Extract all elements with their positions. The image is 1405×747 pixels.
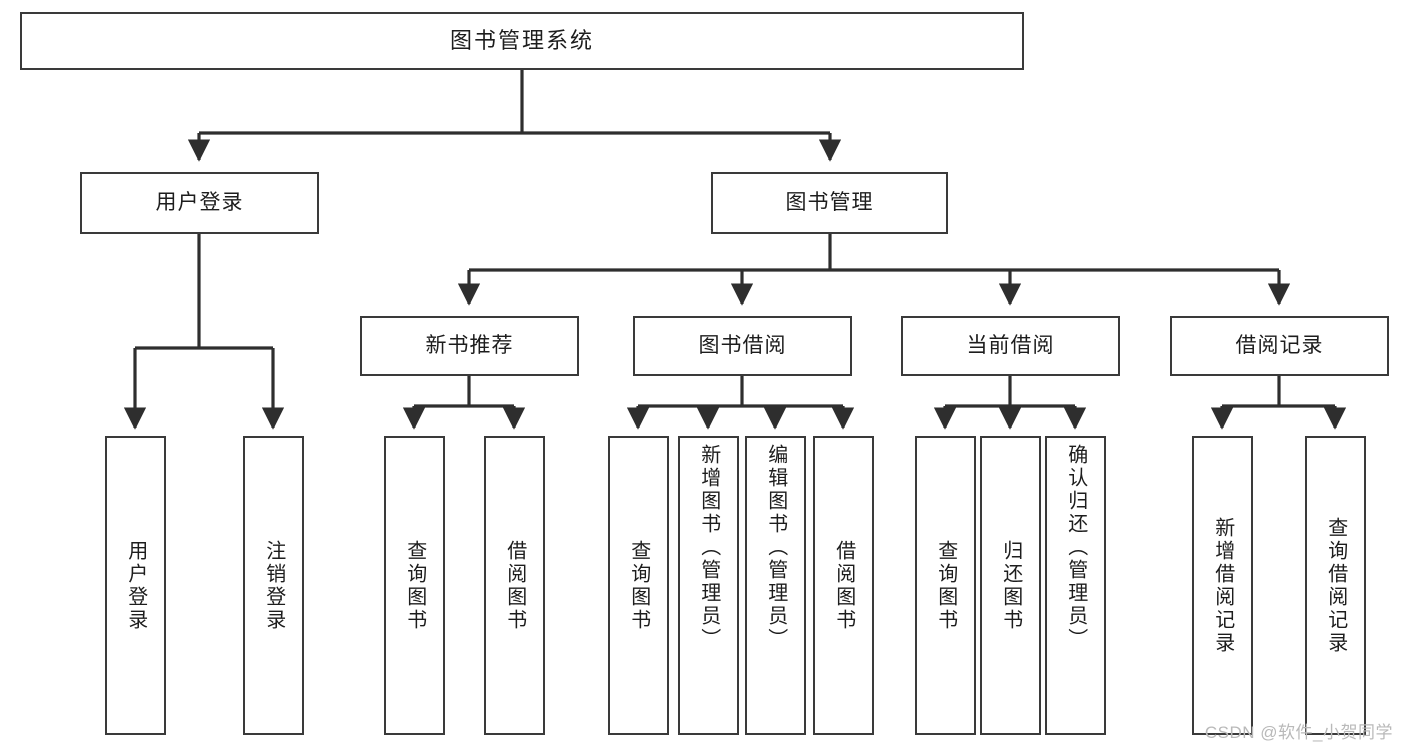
leaf-user-logout-label: 注销登录: [262, 539, 285, 632]
node-new-book-recommend[interactable]: 新书推荐: [360, 316, 579, 376]
node-book-manage-label: 图书管理: [785, 191, 874, 215]
leaf-confirm-return-label: 确认归还（管理员）: [1064, 444, 1087, 651]
node-user-login[interactable]: 用户登录: [80, 172, 319, 234]
leaf-confirm-return[interactable]: 确认归还（管理员）: [1045, 436, 1106, 735]
node-root-system[interactable]: 图书管理系统: [20, 12, 1024, 70]
node-book-borrow[interactable]: 图书借阅: [633, 316, 852, 376]
leaf-query-book-2-label: 查询图书: [627, 539, 650, 632]
node-user-login-label: 用户登录: [155, 191, 244, 215]
leaf-query-record-label: 查询借阅记录: [1324, 516, 1347, 655]
leaf-query-book-3-label: 查询图书: [934, 539, 957, 632]
leaf-user-logout[interactable]: 注销登录: [243, 436, 304, 735]
leaf-query-book-1-label: 查询图书: [403, 539, 426, 632]
node-borrow-record[interactable]: 借阅记录: [1170, 316, 1389, 376]
leaf-query-book-2[interactable]: 查询图书: [608, 436, 669, 735]
csdn-watermark: CSDN @软件_小贺同学: [1204, 723, 1393, 742]
leaf-query-book-3[interactable]: 查询图书: [915, 436, 976, 735]
leaf-borrow-book-1-label: 借阅图书: [503, 539, 526, 632]
leaf-borrow-book-2-label: 借阅图书: [832, 539, 855, 632]
node-current-borrow[interactable]: 当前借阅: [901, 316, 1120, 376]
node-new-book-recommend-label: 新书推荐: [425, 334, 514, 358]
leaf-return-book-label: 归还图书: [999, 539, 1022, 632]
leaf-edit-book-label: 编辑图书（管理员）: [764, 444, 787, 651]
leaf-user-login[interactable]: 用户登录: [105, 436, 166, 735]
leaf-query-record[interactable]: 查询借阅记录: [1305, 436, 1366, 735]
leaf-borrow-book-1[interactable]: 借阅图书: [484, 436, 545, 735]
node-book-borrow-label: 图书借阅: [698, 334, 787, 358]
leaf-edit-book[interactable]: 编辑图书（管理员）: [745, 436, 806, 735]
node-book-manage[interactable]: 图书管理: [711, 172, 948, 234]
leaf-add-book[interactable]: 新增图书（管理员）: [678, 436, 739, 735]
leaf-user-login-label: 用户登录: [124, 539, 147, 632]
leaf-add-record-label: 新增借阅记录: [1211, 516, 1234, 655]
leaf-return-book[interactable]: 归还图书: [980, 436, 1041, 735]
leaf-add-record[interactable]: 新增借阅记录: [1192, 436, 1253, 735]
leaf-add-book-label: 新增图书（管理员）: [697, 444, 720, 651]
node-borrow-record-label: 借阅记录: [1235, 334, 1324, 358]
leaf-query-book-1[interactable]: 查询图书: [384, 436, 445, 735]
node-root-label: 图书管理系统: [449, 27, 594, 53]
node-current-borrow-label: 当前借阅: [966, 334, 1055, 358]
leaf-borrow-book-2[interactable]: 借阅图书: [813, 436, 874, 735]
